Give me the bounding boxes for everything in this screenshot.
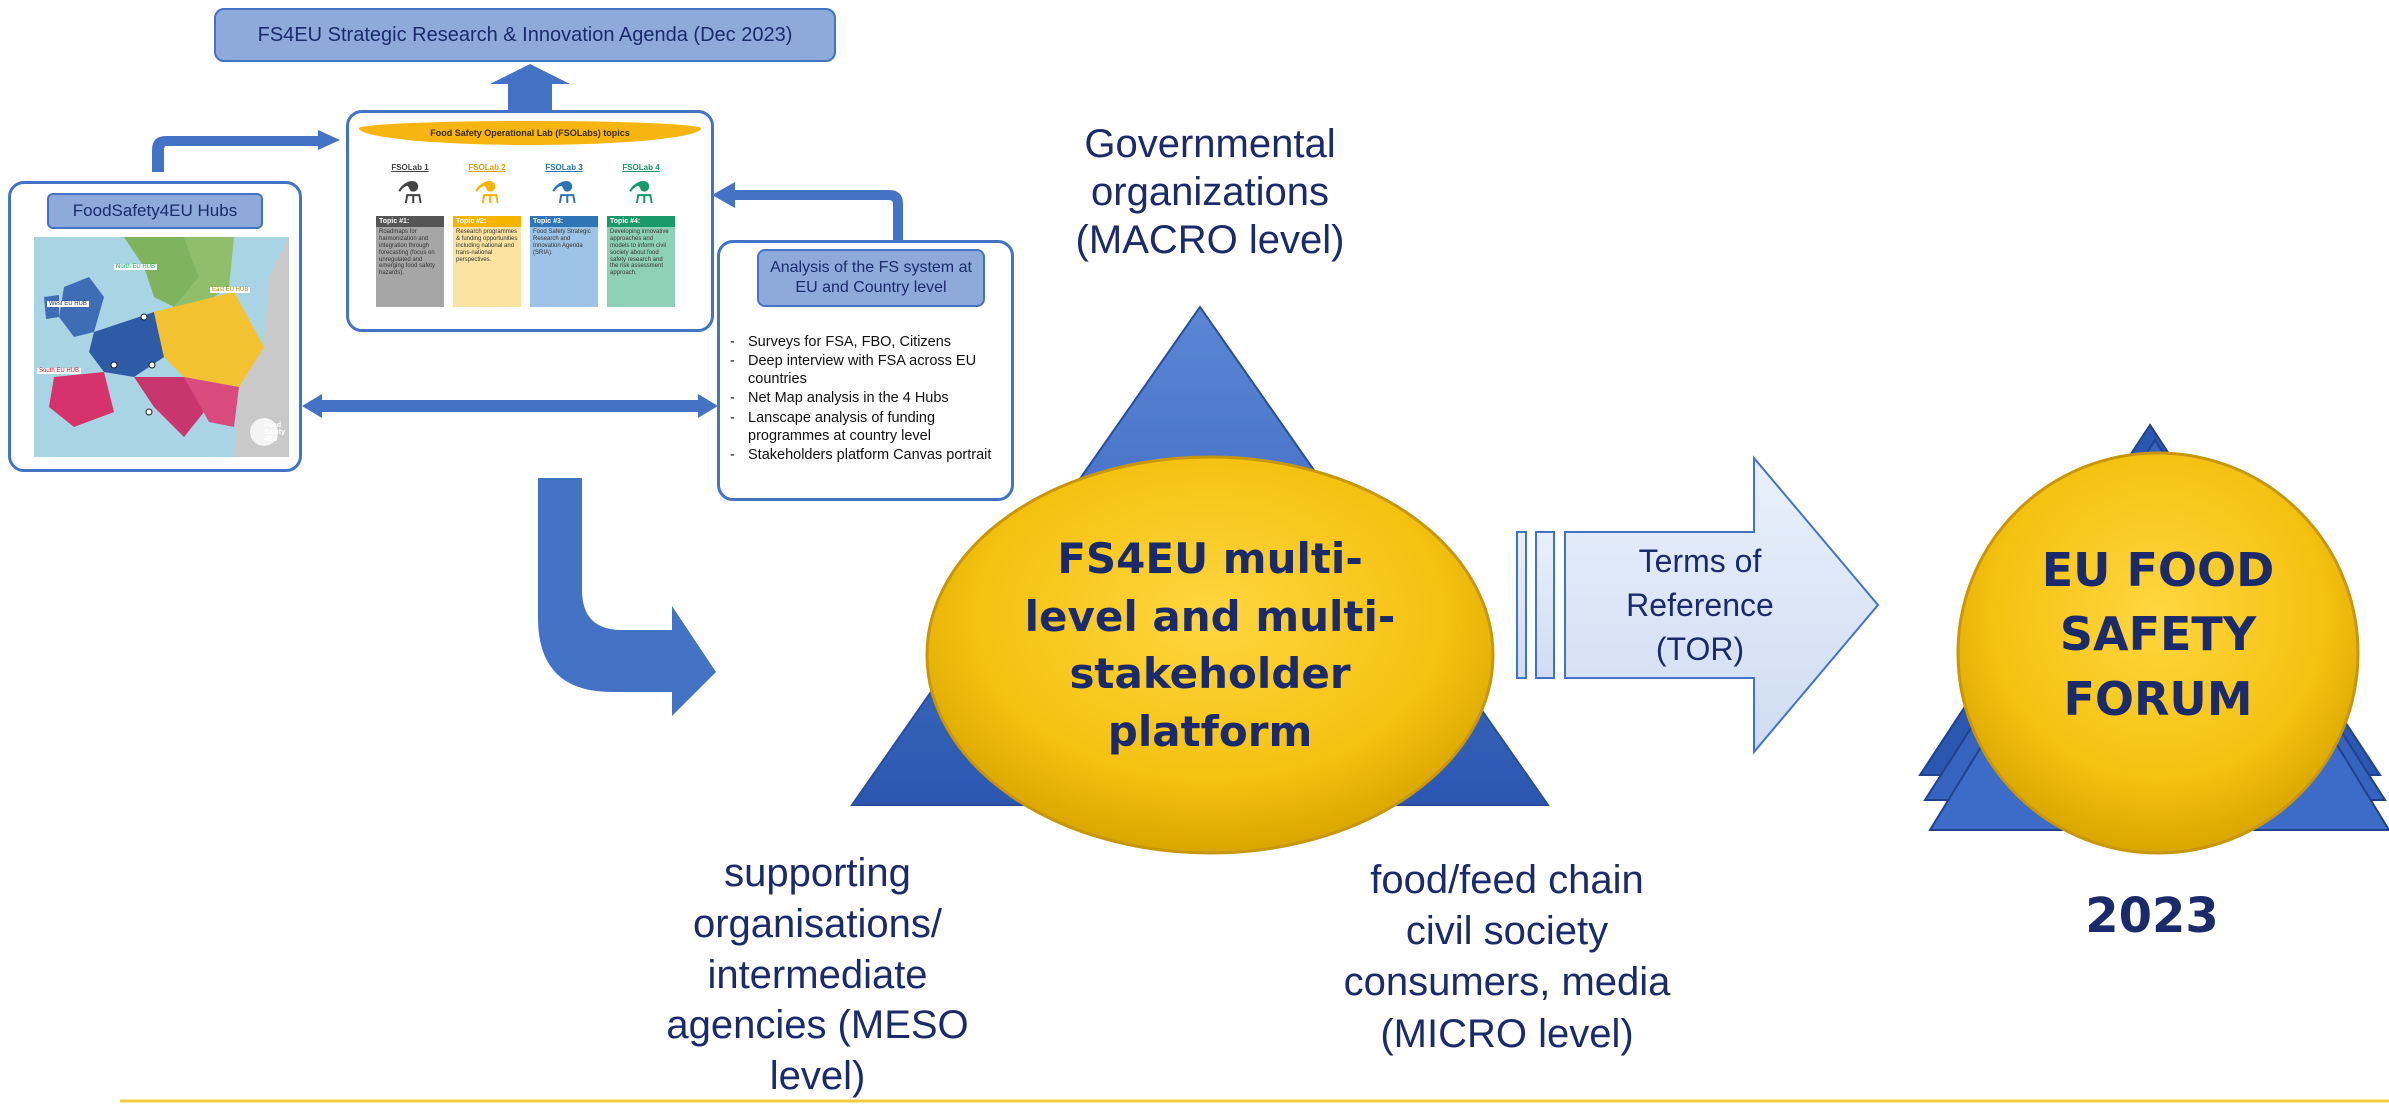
fsolab-3-title: FSOLab 3 — [545, 163, 583, 172]
hubs-analysis-double-arrow — [302, 394, 718, 418]
fsolab-2-topic: Topic #2: — [453, 216, 521, 227]
flask-icon: ⚗ — [396, 177, 424, 210]
hubs-title: FoodSafety4EU Hubs — [72, 201, 238, 220]
flask-icon: ⚗ — [473, 177, 501, 210]
analysis-item: Lanscape analysis of funding programmes … — [724, 409, 1004, 445]
analysis-to-labs-arrow — [712, 182, 903, 240]
fsolab-2-text: Research programmes & funding opportunit… — [453, 227, 521, 307]
platform-ellipse — [925, 455, 1495, 855]
fsolab-4-title: FSOLab 4 — [622, 163, 660, 172]
map-label-south: South EU HUB — [37, 368, 82, 374]
fsolab-3: FSOLab 3 ⚗ Topic #3: Food Safety Strateg… — [530, 163, 598, 307]
fsolab-4: FSOLab 4 ⚗ Topic #4: Developing innovati… — [607, 163, 675, 307]
meso-level-label: supporting organisations/ intermediate a… — [666, 851, 969, 1099]
analysis-item: Net Map analysis in the 4 Hubs — [724, 389, 1004, 407]
forum-year: 2023 — [2085, 888, 2219, 944]
tor-label: Terms of Reference (TOR) — [1626, 543, 1774, 667]
bent-arrow — [538, 478, 716, 716]
fsolab-3-topic: Topic #3: — [530, 216, 598, 227]
analysis-item: Surveys for FSA, FBO, Citizens — [724, 333, 1004, 351]
map-label-north: North EU HUB — [114, 264, 158, 270]
up-arrow — [490, 64, 570, 110]
sria-title: FS4EU Strategic Research & Innovation Ag… — [257, 23, 793, 46]
europe-map — [34, 237, 289, 457]
analysis-title: Analysis of the FS system at EU and Coun… — [770, 259, 972, 296]
fsolab-4-topic: Topic #4: — [607, 216, 675, 227]
platform-label: FS4EU multi-level and multi-stakeholder … — [1024, 534, 1396, 756]
micro-level-label: food/feed chain civil society consumers,… — [1343, 858, 1671, 1056]
analysis-item: Stakeholders platform Canvas portrait — [724, 446, 1004, 464]
hubs-to-labs-arrow — [152, 130, 340, 172]
forum-ellipse — [1956, 451, 2360, 855]
tor-bar-2 — [1535, 531, 1555, 679]
flask-icon: ⚗ — [627, 177, 655, 210]
hubs-panel: FoodSafety4EU Hubs North EU HUB West EU … — [8, 181, 302, 472]
analysis-list: Surveys for FSA, FBO, Citizens Deep inte… — [724, 333, 1004, 465]
sria-title-box: FS4EU Strategic Research & Innovation Ag… — [214, 8, 836, 62]
fsolabs-columns: FSOLab 1 ⚗ Topic #1: Roadmaps for harmon… — [376, 163, 696, 323]
hubs-title-box: FoodSafety4EU Hubs — [47, 193, 263, 229]
fsolabs-banner-text: Food Safety Operational Lab (FSOLabs) to… — [430, 128, 630, 138]
fsolab-3-text: Food Safety Strategic Research and Innov… — [530, 227, 598, 307]
fsolab-1: FSOLab 1 ⚗ Topic #1: Roadmaps for harmon… — [376, 163, 444, 307]
map-label-west: West EU HUB — [47, 301, 89, 307]
fsolab-2: FSOLab 2 ⚗ Topic #2: Research programmes… — [453, 163, 521, 307]
fsolabs-banner: Food Safety Operational Lab (FSOLabs) to… — [359, 121, 701, 145]
macro-level-label: Governmental organizations (MACRO level) — [1075, 122, 1345, 262]
flask-icon: ⚗ — [550, 177, 578, 210]
fsolab-1-text: Roadmaps for harmonization and integrati… — [376, 227, 444, 307]
analysis-item: Deep interview with FSA across EU countr… — [724, 352, 1004, 388]
map-logo: Food Safety 4EU — [264, 422, 286, 443]
tor-arrow — [1564, 455, 1880, 755]
fsolab-2-title: FSOLab 2 — [468, 163, 506, 172]
tor-bar-1 — [1516, 531, 1527, 679]
fsolabs-panel: Food Safety Operational Lab (FSOLabs) to… — [346, 110, 714, 332]
fsolab-4-text: Developing innovative approaches and mod… — [607, 227, 675, 307]
analysis-title-box: Analysis of the FS system at EU and Coun… — [757, 249, 985, 307]
map-label-east: East EU HUB — [210, 287, 251, 293]
fsolab-1-topic: Topic #1: — [376, 216, 444, 227]
forum-label: EU FOOD SAFETY FORUM — [2041, 543, 2275, 726]
fsolab-1-title: FSOLab 1 — [391, 163, 429, 172]
analysis-panel: Analysis of the FS system at EU and Coun… — [717, 240, 1014, 501]
